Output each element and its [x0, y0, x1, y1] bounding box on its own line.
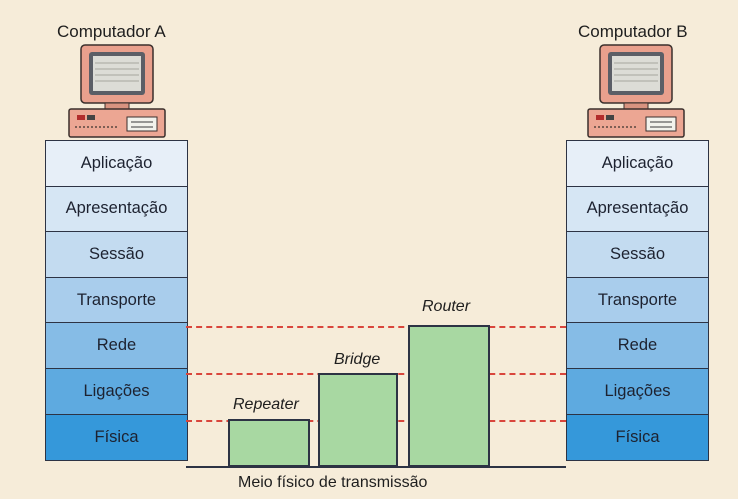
- router-label: Router: [422, 298, 471, 315]
- layer-sessao-a: Sessão: [46, 232, 187, 278]
- layer-sessao-b: Sessão: [567, 232, 708, 278]
- router-box: Router: [408, 298, 490, 467]
- layer-apresentacao-b: Apresentação: [567, 186, 708, 233]
- layer-rede-b: Rede: [567, 323, 708, 369]
- physical-medium-label: Meio físico de transmissão: [238, 474, 428, 491]
- computer-a-stack: Aplicação Apresentação Sessão Transporte…: [45, 140, 188, 462]
- layer-fisica-a: Física: [46, 414, 187, 461]
- layer-ligacoes-b: Ligações: [567, 368, 708, 415]
- layer-rede-a: Rede: [46, 323, 187, 369]
- physical-medium-line: [186, 466, 566, 468]
- rede-dashed-line: [186, 326, 566, 328]
- bridge-label: Bridge: [334, 351, 381, 368]
- layer-apresentacao-a: Apresentação: [46, 186, 187, 233]
- computer-a-label: Computador A: [57, 22, 166, 41]
- computer-a-icon: [68, 44, 166, 138]
- bridge-box: Bridge: [318, 351, 398, 467]
- layer-aplicacao-b: Aplicação: [567, 141, 708, 187]
- computer-b-icon: [587, 44, 685, 138]
- repeater-box: Repeater: [228, 396, 310, 467]
- layer-fisica-b: Física: [567, 414, 708, 461]
- computer-b-label: Computador B: [578, 22, 688, 41]
- layer-aplicacao-a: Aplicação: [46, 141, 187, 187]
- repeater-label: Repeater: [233, 396, 299, 413]
- computer-b-stack: Aplicação Apresentação Sessão Transporte…: [566, 140, 709, 462]
- layer-ligacoes-a: Ligações: [46, 368, 187, 415]
- layer-transporte-b: Transporte: [567, 277, 708, 324]
- layer-transporte-a: Transporte: [46, 277, 187, 324]
